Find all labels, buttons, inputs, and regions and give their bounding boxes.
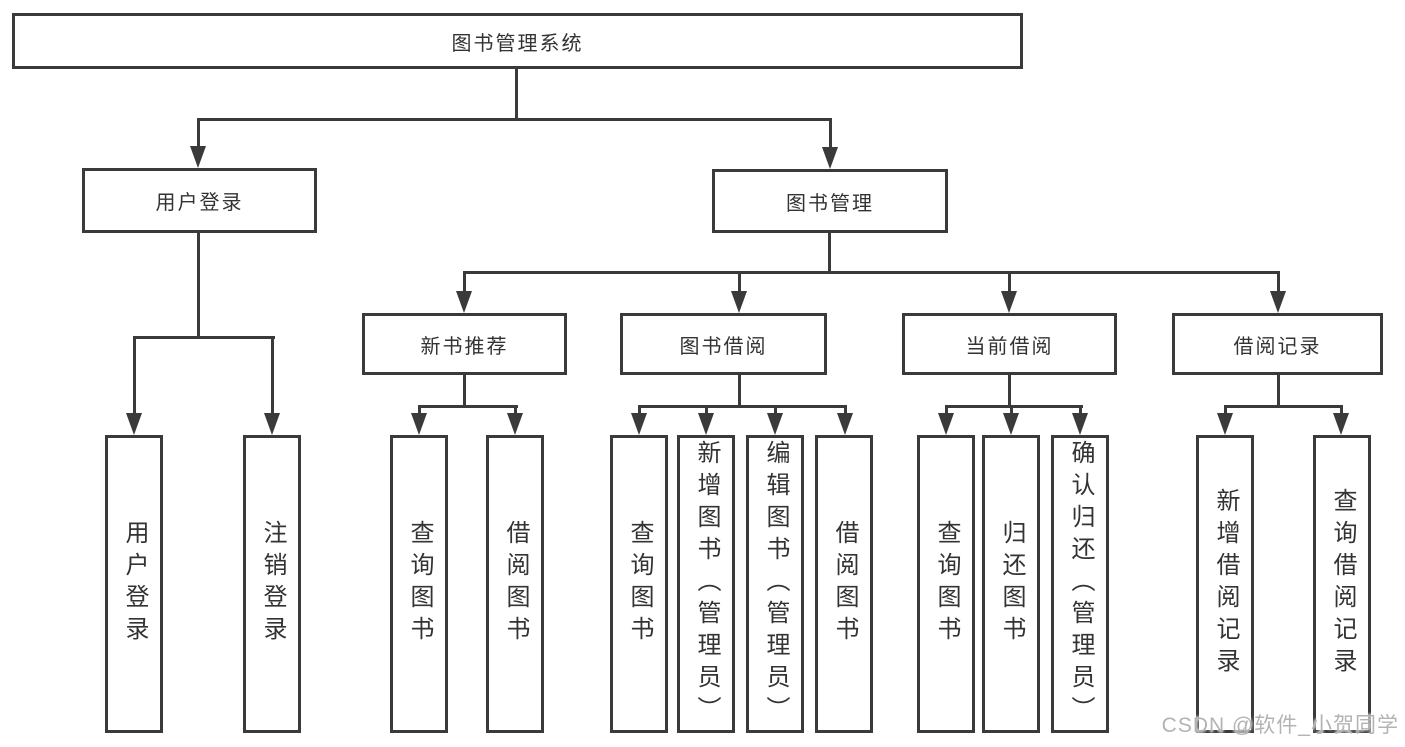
arrowhead-cb-query — [938, 413, 954, 435]
connector-stub-current-borrowing — [1008, 271, 1011, 295]
connector-stub-bb-edit — [774, 405, 777, 417]
node-book-management-label: 图书管理 — [786, 192, 874, 215]
connector-borrowing-trunk — [738, 375, 741, 408]
arrowhead-current-borrowing — [1001, 291, 1017, 313]
node-borrow-records: 借阅记录 — [1172, 313, 1383, 375]
node-current-borrowing-label: 当前借阅 — [965, 335, 1054, 358]
arrowhead-user-login — [190, 146, 206, 168]
connector-level3-hline — [463, 271, 1280, 274]
connector-stub-nb-query — [418, 405, 421, 417]
node-book-borrowing: 图书借阅 — [620, 313, 827, 375]
connector-userlogin-hline — [133, 336, 275, 339]
connector-root-trunk — [515, 69, 518, 121]
leaf-current-return-label: 归还图书 — [998, 520, 1025, 648]
connector-stub-cb-query — [945, 405, 948, 417]
connector-bookmgmt-trunk — [828, 233, 831, 274]
node-root-system: 图书管理系统 — [12, 13, 1023, 69]
leaf-current-query-label: 查询图书 — [933, 520, 960, 648]
leaf-newbooks-query: 查询图书 — [390, 435, 448, 733]
connector-stub-cb-return — [1010, 405, 1013, 417]
connector-stub-book-borrowing — [738, 271, 741, 295]
connector-current-hline — [945, 405, 1083, 408]
connector-stub-logout-leaf — [271, 336, 274, 415]
arrowhead-new-book — [456, 291, 472, 313]
leaf-current-confirm-return-admin: 确认归还（管理员） — [1051, 435, 1109, 733]
arrowhead-borrow-records — [1270, 291, 1286, 313]
arrowhead-bb-query — [631, 413, 647, 435]
arrowhead-rec-query — [1333, 413, 1349, 435]
arrowhead-cb-return — [1003, 413, 1019, 435]
leaf-records-add-label: 新增借阅记录 — [1212, 488, 1239, 680]
leaf-logout-label: 注销登录 — [259, 520, 286, 648]
arrowhead-bb-add — [698, 413, 714, 435]
leaf-newbooks-query-label: 查询图书 — [406, 520, 433, 648]
connector-stub-bb-add — [705, 405, 708, 417]
leaf-user-login: 用户登录 — [105, 435, 163, 733]
leaf-borrowing-add-admin: 新增图书（管理员） — [677, 435, 735, 733]
connector-stub-rec-query — [1340, 405, 1343, 417]
connector-stub-user-login — [197, 118, 200, 150]
arrowhead-bb-edit — [767, 413, 783, 435]
leaf-borrowing-borrow: 借阅图书 — [815, 435, 873, 733]
leaf-logout: 注销登录 — [243, 435, 301, 733]
node-new-book-recommend: 新书推荐 — [362, 313, 567, 375]
leaf-borrowing-borrow-label: 借阅图书 — [831, 520, 858, 648]
leaf-borrowing-edit-admin: 编辑图书（管理员） — [746, 435, 804, 733]
connector-newbook-hline — [418, 405, 518, 408]
connector-stub-bb-borrow — [844, 405, 847, 417]
leaf-borrowing-add-admin-label: 新增图书（管理员） — [693, 440, 720, 728]
node-current-borrowing: 当前借阅 — [902, 313, 1117, 375]
connector-borrowing-hline — [638, 405, 847, 408]
node-root-label: 图书管理系统 — [451, 32, 584, 55]
connector-stub-book-management — [829, 118, 832, 150]
leaf-current-return: 归还图书 — [982, 435, 1040, 733]
arrowhead-book-management — [822, 147, 838, 169]
connector-stub-login-leaf — [133, 336, 136, 415]
connector-stub-new-book — [463, 271, 466, 295]
connector-userlogin-trunk — [197, 233, 200, 338]
node-user-login: 用户登录 — [82, 168, 317, 233]
arrowhead-bb-borrow — [837, 413, 853, 435]
leaf-records-query-label: 查询借阅记录 — [1329, 488, 1356, 680]
node-user-login-label: 用户登录 — [155, 192, 244, 214]
arrowhead-logout-leaf — [264, 413, 280, 435]
connector-level2-hline — [197, 118, 832, 121]
node-borrow-records-label: 借阅记录 — [1233, 335, 1322, 358]
connector-stub-cb-confirm — [1079, 405, 1082, 417]
arrowhead-login-leaf — [126, 413, 142, 435]
connector-stub-nb-borrow — [514, 405, 517, 417]
connector-current-trunk — [1008, 375, 1011, 408]
arrowhead-rec-add — [1217, 413, 1233, 435]
connector-stub-bb-query — [638, 405, 641, 417]
node-book-management: 图书管理 — [712, 169, 948, 233]
leaf-records-add: 新增借阅记录 — [1196, 435, 1254, 733]
connector-records-trunk — [1277, 375, 1280, 408]
node-new-book-recommend-label: 新书推荐 — [420, 335, 509, 358]
arrowhead-book-borrowing — [731, 291, 747, 313]
leaf-user-login-label: 用户登录 — [121, 520, 148, 648]
node-book-borrowing-label: 图书借阅 — [679, 335, 768, 358]
arrowhead-nb-query — [411, 413, 427, 435]
leaf-current-confirm-return-admin-label: 确认归还（管理员） — [1067, 440, 1094, 728]
connector-stub-borrow-records — [1277, 271, 1280, 295]
leaf-borrowing-query: 查询图书 — [610, 435, 668, 733]
arrowhead-cb-confirm — [1072, 413, 1088, 435]
leaf-borrowing-edit-admin-label: 编辑图书（管理员） — [762, 440, 789, 728]
connector-records-hline — [1224, 405, 1343, 408]
csdn-watermark: CSDN @软件_小贺同学 — [1161, 714, 1399, 737]
leaf-current-query: 查询图书 — [917, 435, 975, 733]
leaf-records-query: 查询借阅记录 — [1313, 435, 1371, 733]
leaf-newbooks-borrow-label: 借阅图书 — [502, 520, 529, 648]
connector-newbook-trunk — [463, 375, 466, 408]
leaf-newbooks-borrow: 借阅图书 — [486, 435, 544, 733]
connector-stub-rec-add — [1224, 405, 1227, 417]
arrowhead-nb-borrow — [507, 413, 523, 435]
leaf-borrowing-query-label: 查询图书 — [626, 520, 653, 648]
